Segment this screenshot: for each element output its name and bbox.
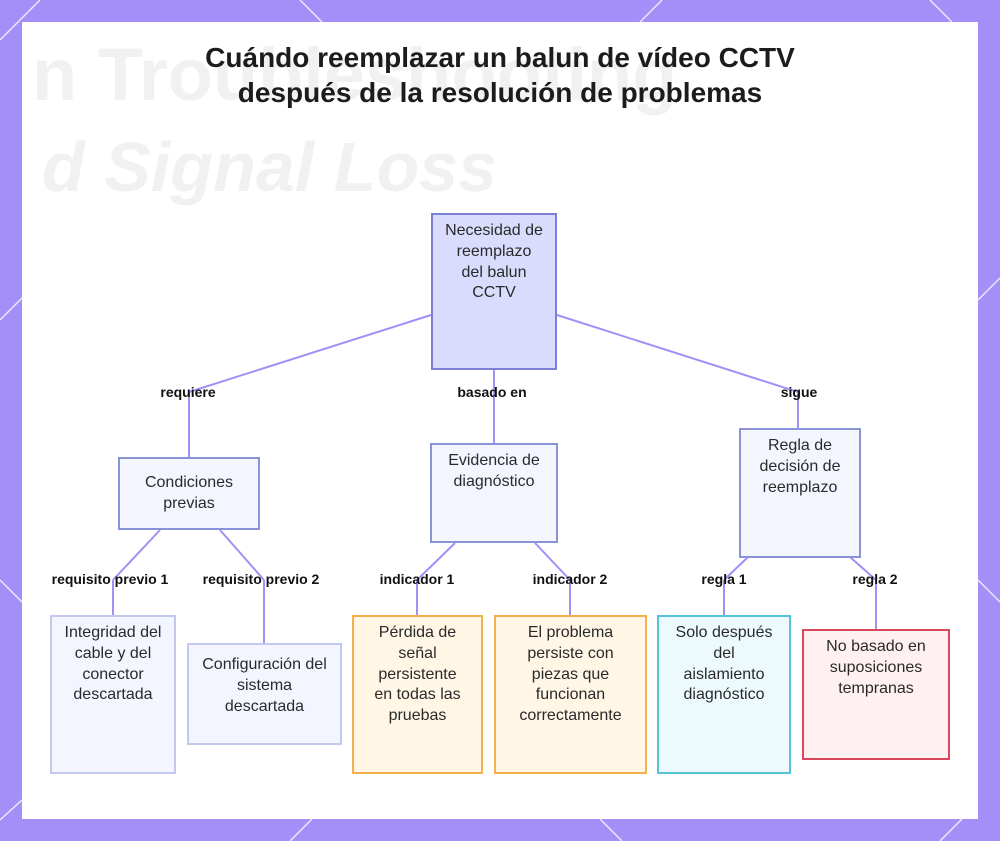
node-prereq[interactable]: Condiciones previas <box>118 457 260 530</box>
edge-line-rule2 <box>849 556 877 581</box>
edge-line-indicator1 <box>416 542 456 581</box>
edge-line-follows <box>556 314 799 393</box>
node-root-label: Necesidad de reemplazo del balun CCTV <box>445 222 543 302</box>
edge-label-prereq2: requisito previo 2 <box>202 571 320 587</box>
node-problem-persists[interactable]: El problema persiste con piezas que func… <box>494 615 647 774</box>
node-not-based[interactable]: No basado en suposiciones tempranas <box>802 629 950 760</box>
node-only-after[interactable]: Solo después del aislamiento diagnóstico <box>657 615 791 774</box>
node-signal-loss-label: Pérdida de señal persistente en todas la… <box>374 624 461 725</box>
node-problem-persists-label: El problema persiste con piezas que func… <box>519 624 622 725</box>
node-signal-loss[interactable]: Pérdida de señal persistente en todas la… <box>352 615 483 774</box>
edge-label-rule2: regla 2 <box>852 571 898 587</box>
edge-label-prereq1: requisito previo 1 <box>51 571 169 587</box>
edge-line-prereq1 <box>112 529 161 581</box>
node-evidence-label: Evidencia de diagnóstico <box>448 452 540 490</box>
edge-label-indicator2: indicador 2 <box>532 571 608 587</box>
node-config[interactable]: Configuración del sistema descartada <box>187 643 342 745</box>
edge-line-prereq2 <box>219 529 265 581</box>
page-title: Cuándo reemplazar un balun de vídeo CCTV… <box>205 42 795 108</box>
node-rule-label: Regla de decisión de reemplazo <box>759 437 841 496</box>
edge-label-rule1: regla 1 <box>701 571 747 587</box>
node-cable-label: Integridad del cable y del conector desc… <box>64 624 162 704</box>
edge-line-indicator2 <box>534 542 571 581</box>
node-rule[interactable]: Regla de decisión de reemplazo <box>739 428 861 558</box>
edge-line-requires <box>188 314 432 393</box>
node-config-label: Configuración del sistema descartada <box>202 656 327 715</box>
node-evidence[interactable]: Evidencia de diagnóstico <box>430 443 558 543</box>
node-not-based-label: No basado en suposiciones tempranas <box>826 638 926 697</box>
edge-label-follows: sigue <box>780 384 818 400</box>
node-only-after-label: Solo después del aislamiento diagnóstico <box>675 624 773 704</box>
node-root[interactable]: Necesidad de reemplazo del balun CCTV <box>431 213 557 370</box>
edge-label-requires: requiere <box>160 384 216 400</box>
edge-line-rule1 <box>723 556 749 581</box>
edge-label-indicator1: indicador 1 <box>379 571 455 587</box>
node-cable[interactable]: Integridad del cable y del conector desc… <box>50 615 176 774</box>
edge-label-based-on: basado en <box>457 384 527 400</box>
node-prereq-label: Condiciones previas <box>144 473 234 512</box>
